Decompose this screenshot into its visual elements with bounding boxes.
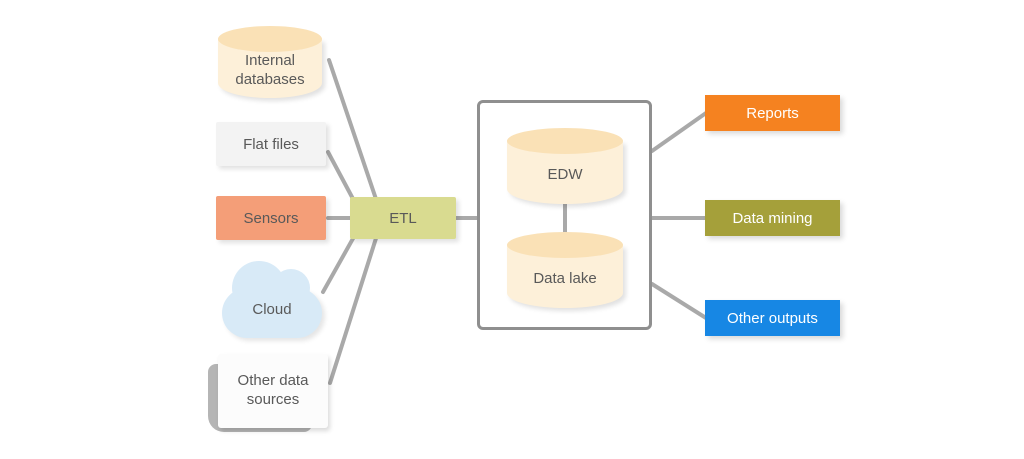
flat-files-label: Flat files bbox=[243, 135, 299, 153]
other-data-sources-node: Other data sources bbox=[208, 354, 328, 432]
database-cylinder-top bbox=[507, 232, 623, 258]
other-outputs-label: Other outputs bbox=[727, 309, 818, 327]
connector-warehouse-other-outputs bbox=[650, 282, 708, 320]
edw-node: EDW bbox=[507, 128, 623, 204]
etl-label: ETL bbox=[389, 209, 417, 227]
data-lake-label: Data lake bbox=[533, 269, 597, 287]
connector-internal-databases-etl bbox=[327, 58, 380, 207]
note-front-shape bbox=[218, 354, 328, 428]
other-data-sources-label: Other data sources bbox=[237, 372, 309, 408]
flat-files-node: Flat files bbox=[216, 122, 326, 166]
reports-label: Reports bbox=[746, 104, 799, 122]
connector-warehouse-reports bbox=[650, 111, 708, 153]
data-mining-node: Data mining bbox=[705, 200, 840, 236]
data-mining-label: Data mining bbox=[732, 209, 813, 227]
warehouse-container bbox=[477, 100, 652, 330]
database-cylinder-top bbox=[507, 128, 623, 154]
connector-other-sources-etl bbox=[328, 230, 380, 385]
sensors-node: Sensors bbox=[216, 196, 326, 240]
other-outputs-node: Other outputs bbox=[705, 300, 840, 336]
data-lake-node: Data lake bbox=[507, 232, 623, 308]
internal-databases-node: Internal databases bbox=[218, 26, 322, 98]
edw-label: EDW bbox=[547, 165, 583, 183]
database-cylinder-top bbox=[218, 26, 322, 52]
internal-databases-label: Internal databases bbox=[235, 52, 305, 88]
sensors-label: Sensors bbox=[243, 209, 299, 227]
reports-node: Reports bbox=[705, 95, 840, 131]
etl-node: ETL bbox=[350, 197, 456, 239]
cloud-icon bbox=[222, 261, 322, 338]
cloud-node: Cloud bbox=[222, 256, 322, 338]
cloud-label: Cloud bbox=[252, 300, 292, 318]
